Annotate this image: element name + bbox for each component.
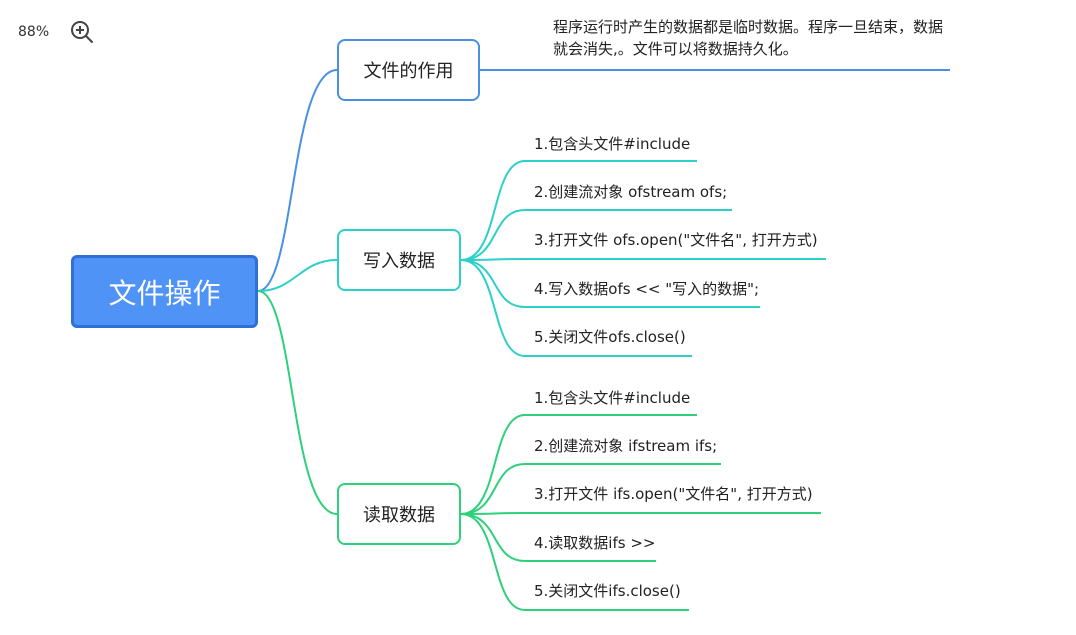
connector-root-read	[257, 290, 338, 515]
read-step-2[interactable]: 2.创建流对象 ifstream ifs;	[534, 437, 718, 455]
write-step-4[interactable]: 4.写入数据ofs << "写入的数据";	[534, 280, 760, 298]
root-node[interactable]: 文件操作	[71, 255, 258, 328]
purpose-note[interactable]: 程序运行时产生的数据都是临时数据。程序一旦结束，数据就会消失,。文件可以将数据持…	[553, 18, 944, 58]
write-connector-1	[460, 160, 697, 261]
write-connector-4	[460, 259, 760, 308]
read-connector-2	[460, 463, 721, 515]
read-step-5[interactable]: 5.关闭文件ifs.close()	[534, 582, 681, 600]
branch-node-purpose[interactable]: 文件的作用	[337, 39, 480, 101]
read-connector-3	[460, 512, 821, 515]
zoom-level: 88%	[18, 24, 50, 40]
write-step-1[interactable]: 1.包含头文件#include	[534, 135, 691, 153]
write-step-5[interactable]: 5.关闭文件ofs.close()	[534, 328, 686, 346]
zoom-in-icon[interactable]	[70, 20, 94, 44]
connector-root-purpose	[257, 69, 338, 292]
write-step-2[interactable]: 2.创建流对象 ofstream ofs;	[534, 183, 728, 201]
read-connector-1	[460, 414, 697, 515]
write-connector-2	[460, 209, 732, 261]
read-step-1[interactable]: 1.包含头文件#include	[534, 389, 691, 407]
write-connector-3	[460, 258, 826, 261]
read-connector-4	[460, 513, 656, 562]
read-step-3[interactable]: 3.打开文件 ifs.open("文件名", 打开方式)	[534, 485, 813, 503]
connector-root-write	[257, 259, 338, 292]
write-connector-5	[460, 259, 692, 357]
branch-node-write[interactable]: 写入数据	[337, 229, 461, 291]
write-step-3[interactable]: 3.打开文件 ofs.open("文件名", 打开方式)	[534, 231, 818, 249]
read-step-4[interactable]: 4.读取数据ifs >>	[534, 534, 656, 552]
branch-node-read[interactable]: 读取数据	[337, 483, 461, 545]
read-connector-5	[460, 513, 689, 611]
